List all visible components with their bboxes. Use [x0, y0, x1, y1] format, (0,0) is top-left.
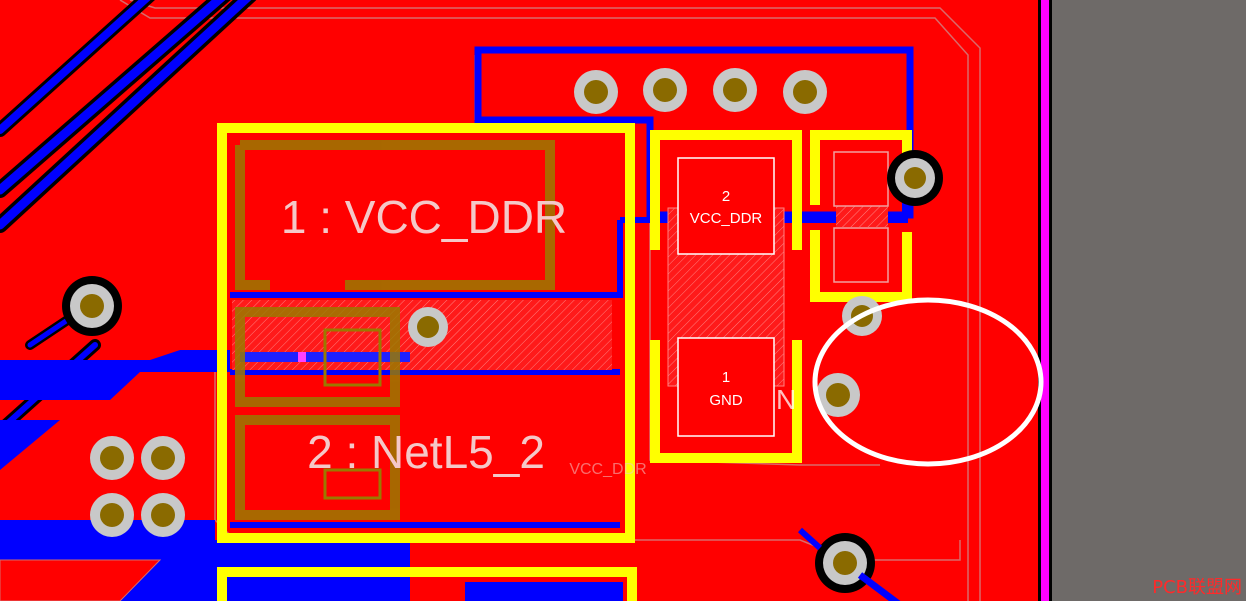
via: [90, 436, 134, 480]
via: [643, 68, 687, 112]
bottom-layer-traces-pads: [230, 220, 623, 528]
via: [816, 373, 860, 417]
capacitor-silkscreen: [650, 130, 802, 463]
watermark-text: PCB联盟网: [1152, 577, 1242, 598]
trace-net-label: VCC_DDR: [569, 461, 646, 478]
bottom-via-trace: [857, 572, 901, 601]
small-trace-mark: [298, 352, 306, 362]
capacitor-pad-2-net: VCC_DDR: [690, 210, 763, 227]
pad-1-overlay: [235, 140, 555, 290]
via: [713, 68, 757, 112]
capacitor-pad-2[interactable]: [677, 157, 775, 255]
bottom-via-trace-2: [797, 527, 823, 551]
capacitor-pad-1[interactable]: [677, 337, 775, 437]
capacitor-pad-2-number: 2: [722, 188, 730, 205]
via: [574, 70, 618, 114]
pad-1-label: 1 : VCC_DDR: [281, 191, 567, 243]
keepout-hatch-3: [836, 205, 888, 227]
via: [783, 70, 827, 114]
highlight-circle: [812, 297, 1044, 467]
via: [141, 493, 185, 537]
via: [141, 436, 185, 480]
bottom-component-pad-a: [232, 582, 392, 601]
via: [887, 150, 943, 206]
bottom-layer-traces-left: [0, 0, 257, 436]
silkscreen-inductor-outline: [217, 123, 635, 543]
partial-net-label: N: [776, 384, 796, 415]
resistor-pad-top[interactable]: [833, 151, 889, 207]
pad-2-overlay: [235, 307, 400, 520]
via: [90, 493, 134, 537]
silkscreen-bottom-component: [217, 567, 637, 601]
via: [62, 276, 122, 336]
outside-board-area: [1052, 0, 1246, 601]
bottom-component-pad-b: [465, 582, 623, 601]
capacitor-pad-1-number: 1: [722, 369, 730, 386]
via: [408, 307, 448, 347]
board-outline: [1041, 0, 1049, 601]
via: [815, 533, 875, 593]
pad-2-inner-mark: [323, 328, 382, 387]
pad-2-label: 2 : NetL5_2: [307, 426, 545, 478]
capacitor-pad-1-net: GND: [709, 392, 743, 409]
resistor-pad-bottom[interactable]: [833, 227, 889, 283]
pad-2-inner-mark-2: [323, 468, 382, 500]
